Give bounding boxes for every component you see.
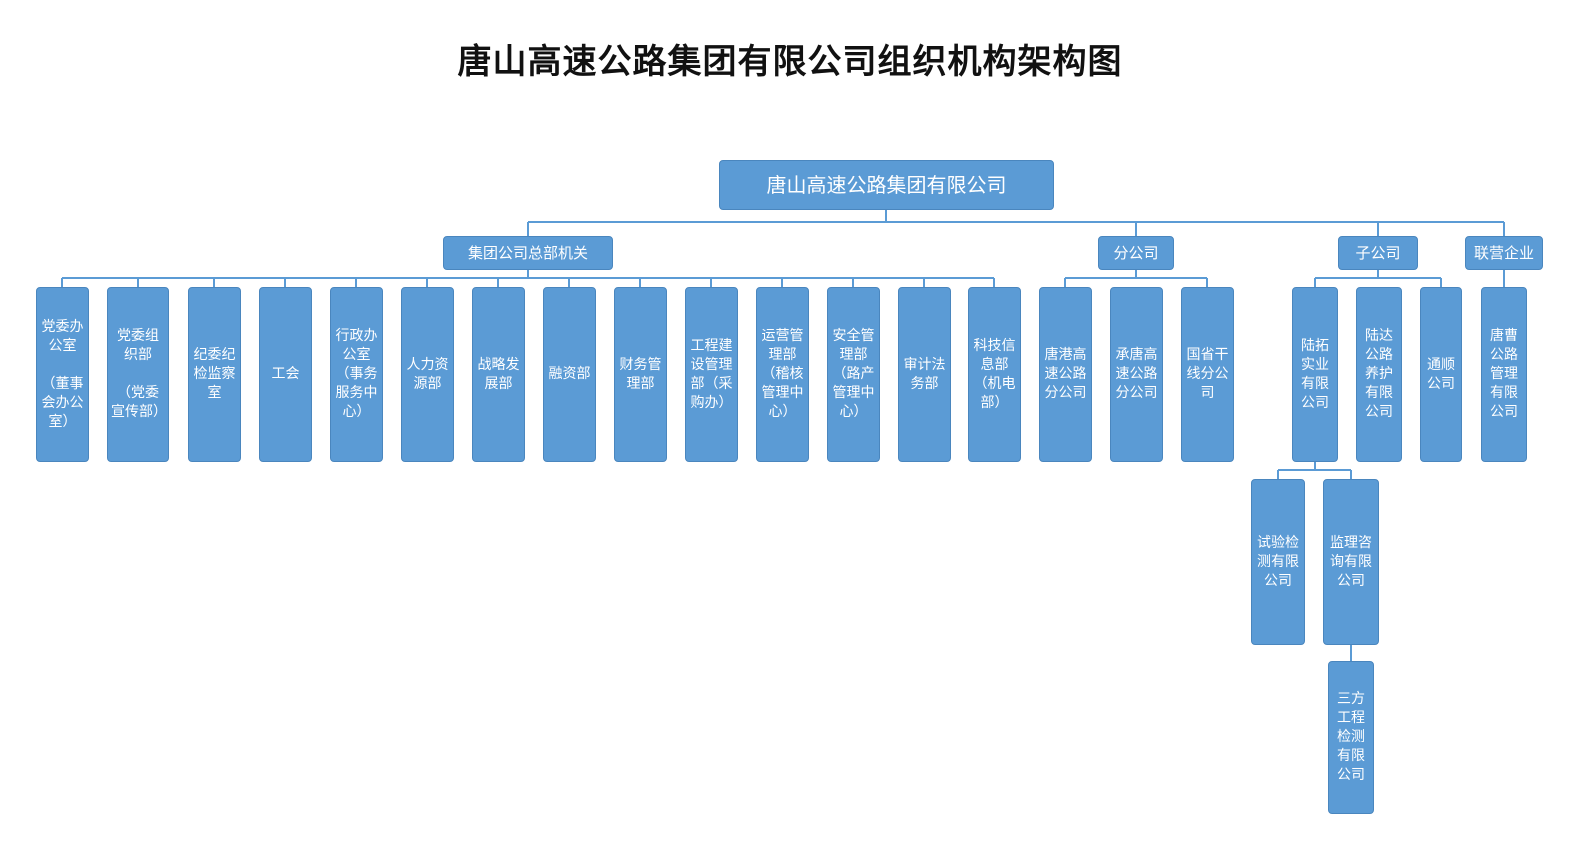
dept-discipline-inspection: 纪委纪 检监察 室 — [188, 287, 241, 462]
dept-technology: 科技信 息部 （机电 部） — [968, 287, 1021, 462]
page-title: 唐山高速公路集团有限公司组织机构架构图 — [457, 42, 1123, 82]
dept-safety: 安全管 理部 （路产 管理中 心） — [827, 287, 880, 462]
branch-tanggang: 唐港高 速公路 分公司 — [1039, 287, 1092, 462]
dept-engineering: 工程建 设管理 部（采 购办） — [685, 287, 738, 462]
subsidiary-lutuo: 陆拓 实业 有限 公司 — [1292, 287, 1338, 462]
dept-financing: 融资部 — [543, 287, 596, 462]
group-joint-box: 联营企业 — [1465, 236, 1543, 270]
lutuo-testing-company: 试验检 测有限 公司 — [1251, 479, 1305, 645]
subsidiary-tongshun: 通顺 公司 — [1420, 287, 1462, 462]
dept-administration: 行政办 公室 （事务 服务中 心） — [330, 287, 383, 462]
dept-audit-legal: 审计法 务部 — [898, 287, 951, 462]
dept-operations: 运营管 理部 （稽核 管理中 心） — [756, 287, 809, 462]
lutuo-supervision-company: 监理咨 询有限 公司 — [1323, 479, 1379, 645]
root-company-box: 唐山高速公路集团有限公司 — [719, 160, 1054, 210]
dept-finance: 财务管 理部 — [614, 287, 667, 462]
dept-party-organization: 党委组 织部 （党委 宣传部） — [107, 287, 169, 462]
group-hq-box: 集团公司总部机关 — [443, 236, 613, 270]
dept-strategy: 战略发 展部 — [472, 287, 525, 462]
group-subsidiaries-box: 子公司 — [1338, 236, 1418, 270]
group-branches-box: 分公司 — [1098, 236, 1174, 270]
dept-labor-union: 工会 — [259, 287, 312, 462]
subsidiary-luda: 陆达 公路 养护 有限 公司 — [1356, 287, 1402, 462]
branch-provincial-trunk: 国省干 线分公 司 — [1181, 287, 1234, 462]
sanfang-inspection-company: 三方 工程 检测 有限 公司 — [1328, 661, 1374, 814]
joint-tangcao: 唐曹 公路 管理 有限 公司 — [1481, 287, 1527, 462]
dept-human-resources: 人力资 源部 — [401, 287, 454, 462]
dept-party-office: 党委办 公室 （董事 会办公 室） — [36, 287, 89, 462]
branch-chengtang: 承唐高 速公路 分公司 — [1110, 287, 1163, 462]
